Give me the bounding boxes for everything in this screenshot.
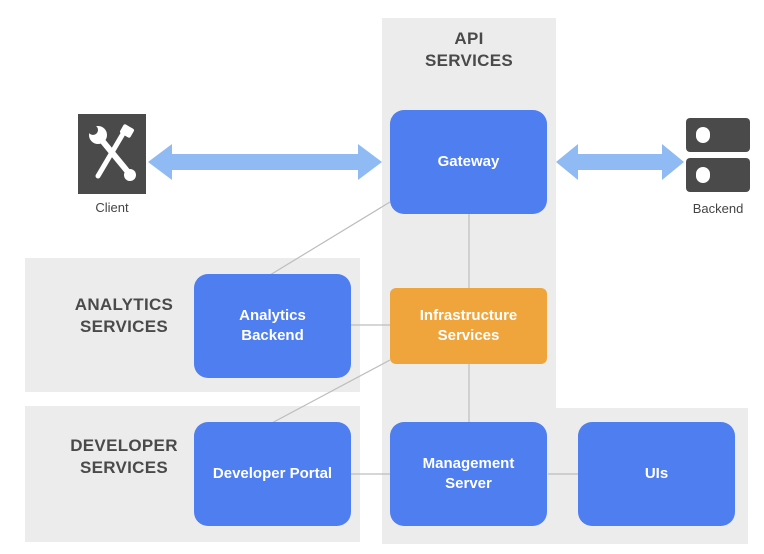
infrastructure-services-label-line1: Infrastructure bbox=[419, 307, 518, 324]
connector-infrastructure-developer bbox=[269, 359, 391, 425]
management-server-label-line1: Management bbox=[422, 455, 515, 472]
gateway-label: Gateway bbox=[437, 153, 500, 170]
api-services-label: API SERVICES bbox=[392, 28, 546, 72]
api-services-label-line1: API bbox=[454, 29, 484, 48]
analytics-backend-node[interactable]: Analytics Backend bbox=[194, 274, 351, 378]
analytics-backend-label-line2: Backend bbox=[241, 327, 304, 344]
developer-portal-label: Developer Portal bbox=[212, 465, 333, 482]
developer-services-label-line1: DEVELOPER bbox=[70, 436, 178, 455]
management-server-label-line2: Server bbox=[445, 475, 492, 492]
server-stack-icon bbox=[686, 118, 750, 194]
analytics-backend-label-line1: Analytics bbox=[239, 307, 306, 324]
connector-gateway-analytics bbox=[269, 201, 391, 276]
gateway-node[interactable]: Gateway bbox=[390, 110, 547, 214]
developer-services-label: DEVELOPER SERVICES bbox=[50, 435, 198, 479]
client-caption: Client bbox=[95, 200, 129, 215]
management-server-node[interactable]: Management Server bbox=[390, 422, 547, 526]
analytics-services-label: ANALYTICS SERVICES bbox=[50, 294, 198, 338]
uis-label: UIs bbox=[644, 465, 669, 482]
server-unit-bottom bbox=[686, 158, 750, 192]
infrastructure-services-node[interactable]: Infrastructure Services bbox=[390, 288, 547, 364]
client-gateway-arrow bbox=[148, 144, 382, 180]
server-unit-top bbox=[686, 118, 750, 152]
developer-portal-node[interactable]: Developer Portal bbox=[194, 422, 351, 526]
api-services-label-line2: SERVICES bbox=[424, 51, 514, 70]
analytics-services-label-line1: ANALYTICS bbox=[74, 295, 174, 314]
analytics-services-label-line2: SERVICES bbox=[79, 317, 169, 336]
backend-caption: Backend bbox=[692, 201, 744, 216]
developer-services-label-line2: SERVICES bbox=[79, 458, 169, 477]
infrastructure-services-label-line2: Services bbox=[437, 327, 500, 344]
tools-icon bbox=[78, 114, 146, 194]
gateway-backend-arrow bbox=[556, 144, 684, 180]
uis-node[interactable]: UIs bbox=[578, 422, 735, 526]
